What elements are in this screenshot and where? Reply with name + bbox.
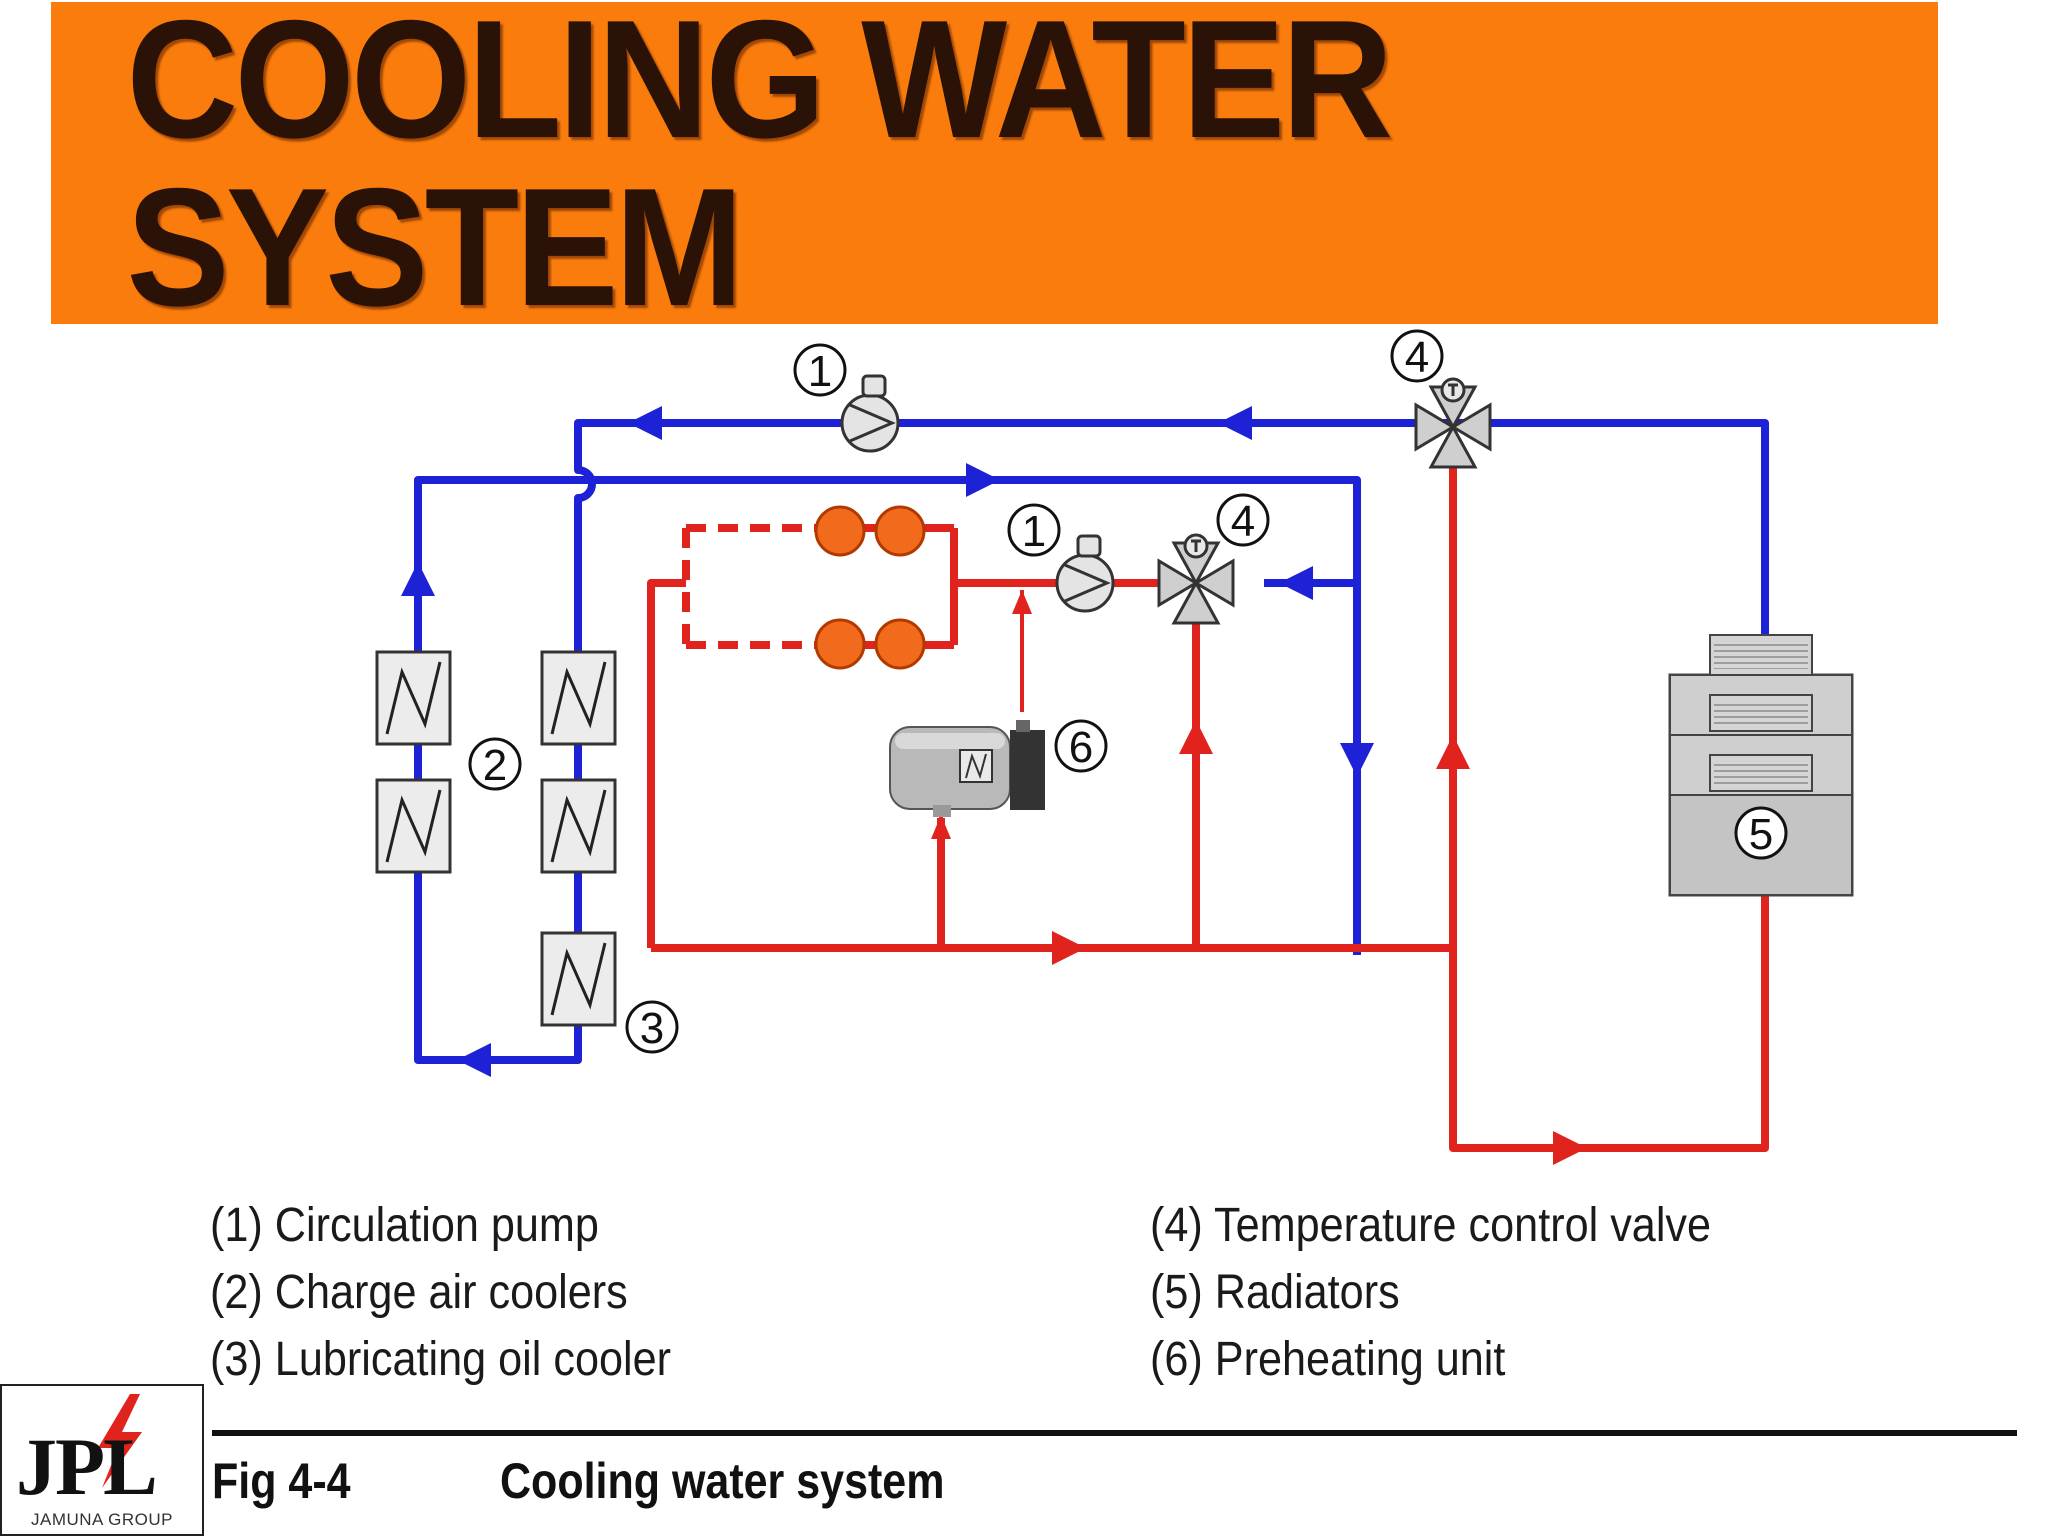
arrow-left bbox=[1279, 566, 1313, 600]
charge-air-cooler-1 bbox=[375, 650, 452, 746]
circulation-pump-engine bbox=[1055, 534, 1115, 613]
lubricating-oil-cooler bbox=[540, 931, 617, 1027]
figure-rule bbox=[212, 1430, 2017, 1436]
svg-text:4: 4 bbox=[1231, 497, 1255, 546]
svg-text:6: 6 bbox=[1069, 723, 1093, 772]
marker-3: 3 bbox=[625, 1000, 679, 1054]
svg-text:3: 3 bbox=[640, 1004, 664, 1053]
logo-text: JPL bbox=[16, 1421, 158, 1512]
arrow-right bbox=[966, 463, 1000, 497]
figure-caption: Cooling water system bbox=[500, 1453, 945, 1509]
marker-1-engine: 1 bbox=[1007, 503, 1061, 557]
legend-item-circulation-pump: (1) Circulation pump bbox=[210, 1199, 599, 1252]
arrow-up bbox=[931, 815, 951, 839]
title-banner: COOLING WATER SYSTEM bbox=[51, 0, 1938, 331]
temperature-control-valve-engine bbox=[1157, 533, 1235, 625]
marker-4-engine: 4 bbox=[1216, 493, 1270, 547]
marker-5: 5 bbox=[1734, 806, 1788, 860]
svg-text:5: 5 bbox=[1749, 810, 1773, 859]
arrow-left bbox=[1218, 406, 1252, 440]
arrow-up bbox=[1436, 735, 1470, 769]
engine-cylinders bbox=[814, 505, 926, 670]
arrow-up bbox=[1012, 590, 1032, 614]
charge-air-cooler-3 bbox=[540, 650, 617, 746]
temperature-control-valve-top bbox=[1414, 377, 1492, 469]
charge-air-cooler-2 bbox=[375, 778, 452, 874]
svg-text:1: 1 bbox=[808, 347, 832, 396]
legend-item-preheating-unit: (6) Preheating unit bbox=[1150, 1333, 1506, 1386]
lightning-bolt-icon bbox=[98, 1394, 142, 1488]
svg-text:4: 4 bbox=[1405, 333, 1429, 382]
legend-right: (4) Temperature control valve (5) Radiat… bbox=[1150, 1192, 1711, 1393]
arrow-right bbox=[1052, 931, 1086, 965]
arrow-left bbox=[457, 1043, 491, 1077]
legend-item-charge-air-coolers: (2) Charge air coolers bbox=[210, 1266, 628, 1319]
arrow-right bbox=[1553, 1131, 1587, 1165]
marker-2: 2 bbox=[468, 737, 522, 791]
cold-flow-arrows bbox=[401, 406, 1374, 1077]
arrow-up bbox=[401, 562, 435, 596]
legend-item-lubricating-oil-cooler: (3) Lubricating oil cooler bbox=[210, 1333, 672, 1386]
legend-item-temperature-control-valve: (4) Temperature control valve bbox=[1150, 1199, 1712, 1252]
page-title: COOLING WATER SYSTEM bbox=[126, 0, 1393, 341]
marker-1-top: 1 bbox=[793, 343, 847, 397]
callout-markers: 1 1 2 3 4 4 5 6 bbox=[468, 329, 1788, 1054]
circulation-pump-top bbox=[840, 374, 900, 453]
logo-subtitle: JAMUNA GROUP bbox=[30, 1510, 174, 1529]
hot-water-dashed bbox=[682, 524, 820, 649]
svg-text:1: 1 bbox=[1022, 507, 1046, 556]
arrow-up bbox=[1179, 720, 1213, 754]
legend-left: (1) Circulation pump (2) Charge air cool… bbox=[210, 1192, 671, 1393]
marker-6: 6 bbox=[1054, 719, 1108, 773]
legend-item-radiators: (5) Radiators bbox=[1150, 1266, 1400, 1319]
svg-text:2: 2 bbox=[483, 741, 507, 790]
arrow-left bbox=[628, 406, 662, 440]
hot-flow-arrows bbox=[931, 590, 1587, 1165]
preheating-unit bbox=[889, 720, 1045, 817]
company-logo: JPL JAMUNA GROUP bbox=[0, 1384, 204, 1536]
figure-number: Fig 4-4 bbox=[212, 1453, 351, 1509]
arrow-down bbox=[1340, 743, 1374, 777]
marker-4-top: 4 bbox=[1390, 329, 1444, 383]
charge-air-cooler-4 bbox=[540, 778, 617, 874]
